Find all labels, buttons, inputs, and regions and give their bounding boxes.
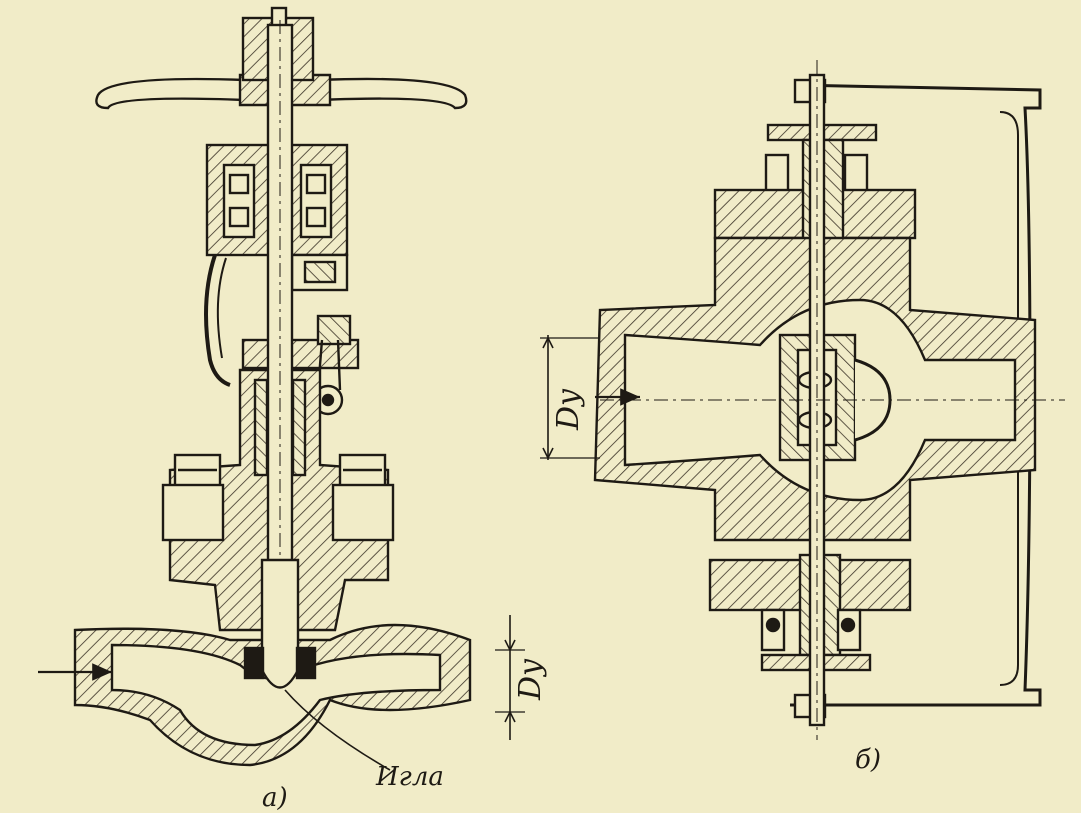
dim-label-b: Dy bbox=[551, 388, 586, 431]
right-nut-bottom bbox=[331, 483, 395, 542]
needle bbox=[260, 558, 300, 689]
panel-b-valve bbox=[540, 60, 1065, 740]
needle-label: Игла bbox=[375, 762, 444, 792]
left-nut-bottom bbox=[161, 483, 225, 542]
panel-a-label: а) bbox=[262, 783, 288, 813]
dim-label-a: Dy bbox=[513, 658, 548, 701]
panel-a-valve bbox=[38, 6, 525, 771]
panel-b-label: б) bbox=[855, 745, 881, 775]
